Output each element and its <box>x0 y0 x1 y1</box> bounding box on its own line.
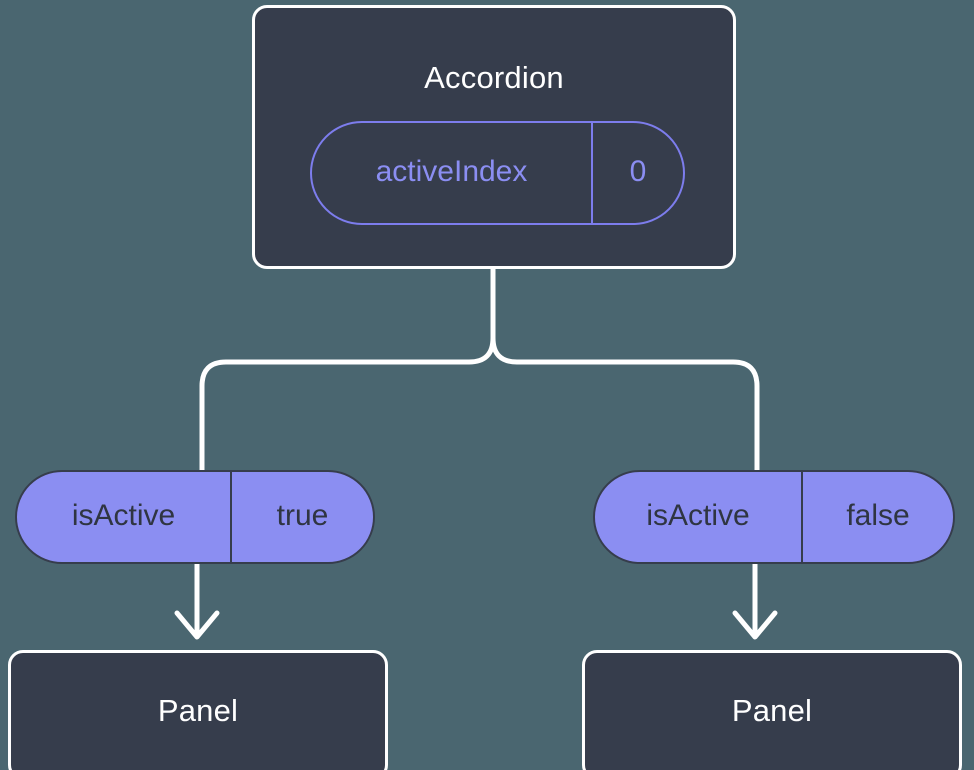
node-panel-left[interactable]: Panel <box>8 650 388 770</box>
node-panel-title: Panel <box>731 693 813 728</box>
prop-badge-value: false <box>846 498 910 532</box>
prop-badge-is-active-true[interactable]: isActive true <box>15 470 375 564</box>
prop-badge-key: isActive <box>595 472 803 562</box>
state-badge-key: activeIndex <box>312 123 593 223</box>
state-badge-value: 0 <box>629 154 647 188</box>
prop-badge-is-active-false[interactable]: isActive false <box>593 470 955 564</box>
node-panel-title: Panel <box>157 693 239 728</box>
arrow-right-icon <box>732 560 778 640</box>
node-accordion-title: Accordion <box>424 60 564 95</box>
state-badge-active-index[interactable]: activeIndex 0 <box>310 121 685 225</box>
node-accordion[interactable]: Accordion activeIndex 0 <box>252 5 736 269</box>
node-panel-right[interactable]: Panel <box>582 650 962 770</box>
prop-badge-value: true <box>276 498 329 532</box>
prop-badge-key: isActive <box>17 472 232 562</box>
arrow-left-icon <box>174 560 220 640</box>
